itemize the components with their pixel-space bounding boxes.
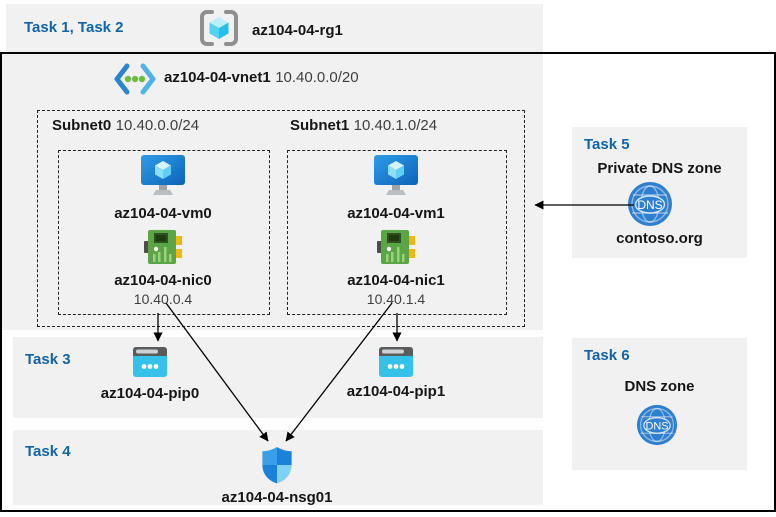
nic1-icon <box>377 230 415 264</box>
nic0-ip: 10.40.0.4 <box>133 291 193 307</box>
nic0-name: az104-04-nic0 <box>114 272 212 289</box>
task-1-2-band: Task 1, Task 2 az104-04-rg1 <box>6 4 543 52</box>
task-6-box: Task 6 DNS zone DNS <box>572 338 747 470</box>
dns-zone-icon: DNS <box>636 404 678 446</box>
task-4-band: Task 4 az104-04-nsg01 <box>13 430 543 506</box>
task-1-2-heading: Task 1, Task 2 <box>24 19 124 36</box>
svg-text:DNS: DNS <box>637 198 662 212</box>
subnet1-cidr: 10.40.1.0/24 <box>353 117 438 134</box>
vnet-cidr: 10.40.0.0/20 <box>275 69 359 86</box>
vnet-name: az104-04-vnet1 <box>164 69 271 86</box>
subnet0-content: az104-04-vm0 az104-04-nic0 10.40.0.4 <box>58 153 268 307</box>
svg-text:DNS: DNS <box>645 421 668 433</box>
nic1-name: az104-04-nic1 <box>347 272 445 289</box>
task-3-band: Task 3 az104-04-pip0 az104-04-pip1 <box>13 337 543 418</box>
private-dns-zone-name: contoso.org <box>616 230 703 247</box>
nsg-shield-icon <box>262 447 292 484</box>
nic1-ip: 10.40.1.4 <box>366 291 426 307</box>
nsg-name: az104-04-nsg01 <box>221 489 333 506</box>
subnet0-box <box>58 150 270 315</box>
dns-zone-title: DNS zone <box>624 378 695 395</box>
vnet-icon <box>114 63 156 95</box>
task-3-heading: Task 3 <box>25 351 71 368</box>
pip0-name: az104-04-pip0 <box>100 385 200 402</box>
nsg-group: az104-04-nsg01 <box>212 446 342 506</box>
pip0-group: az104-04-pip0 <box>85 347 215 402</box>
resource-group-icon <box>200 10 238 46</box>
pip1-group: az104-04-pip1 <box>331 347 461 400</box>
task-4-heading: Task 4 <box>25 443 71 460</box>
nic0-icon <box>144 230 182 264</box>
subnet0-name: Subnet0 <box>52 117 112 134</box>
vm0-icon <box>141 155 185 195</box>
vnet-box: az104-04-vnet1 10.40.0.0/20 <box>2 54 543 330</box>
pip1-icon <box>379 347 413 377</box>
task-5-heading: Task 5 <box>584 136 630 153</box>
pip0-icon <box>133 347 167 377</box>
subnet0-label: Subnet0 10.40.0.0/24 <box>52 117 199 135</box>
task-6-heading: Task 6 <box>584 347 630 364</box>
subnet0-cidr: 10.40.0.0/24 <box>115 117 200 134</box>
vm1-name: az104-04-vm1 <box>347 205 445 222</box>
vm1-icon <box>374 155 418 195</box>
subnet1-name: Subnet1 <box>290 117 350 134</box>
vm0-name: az104-04-vm0 <box>114 205 212 222</box>
private-dns-icon: DNS <box>628 182 672 226</box>
pip1-name: az104-04-pip1 <box>346 383 446 400</box>
private-dns-zone-title: Private DNS zone <box>597 160 722 177</box>
resource-group-name: az104-04-rg1 <box>252 22 343 39</box>
subnet1-label: Subnet1 10.40.1.0/24 <box>290 117 437 135</box>
vnet-label: az104-04-vnet1 10.40.0.0/20 <box>164 69 359 87</box>
subnets-container <box>37 110 525 327</box>
subnet1-content: az104-04-vm1 az104-04-nic1 10.40.1.4 <box>287 153 505 307</box>
task-5-box: Task 5 Private DNS zone DNS contoso.org <box>572 127 747 258</box>
